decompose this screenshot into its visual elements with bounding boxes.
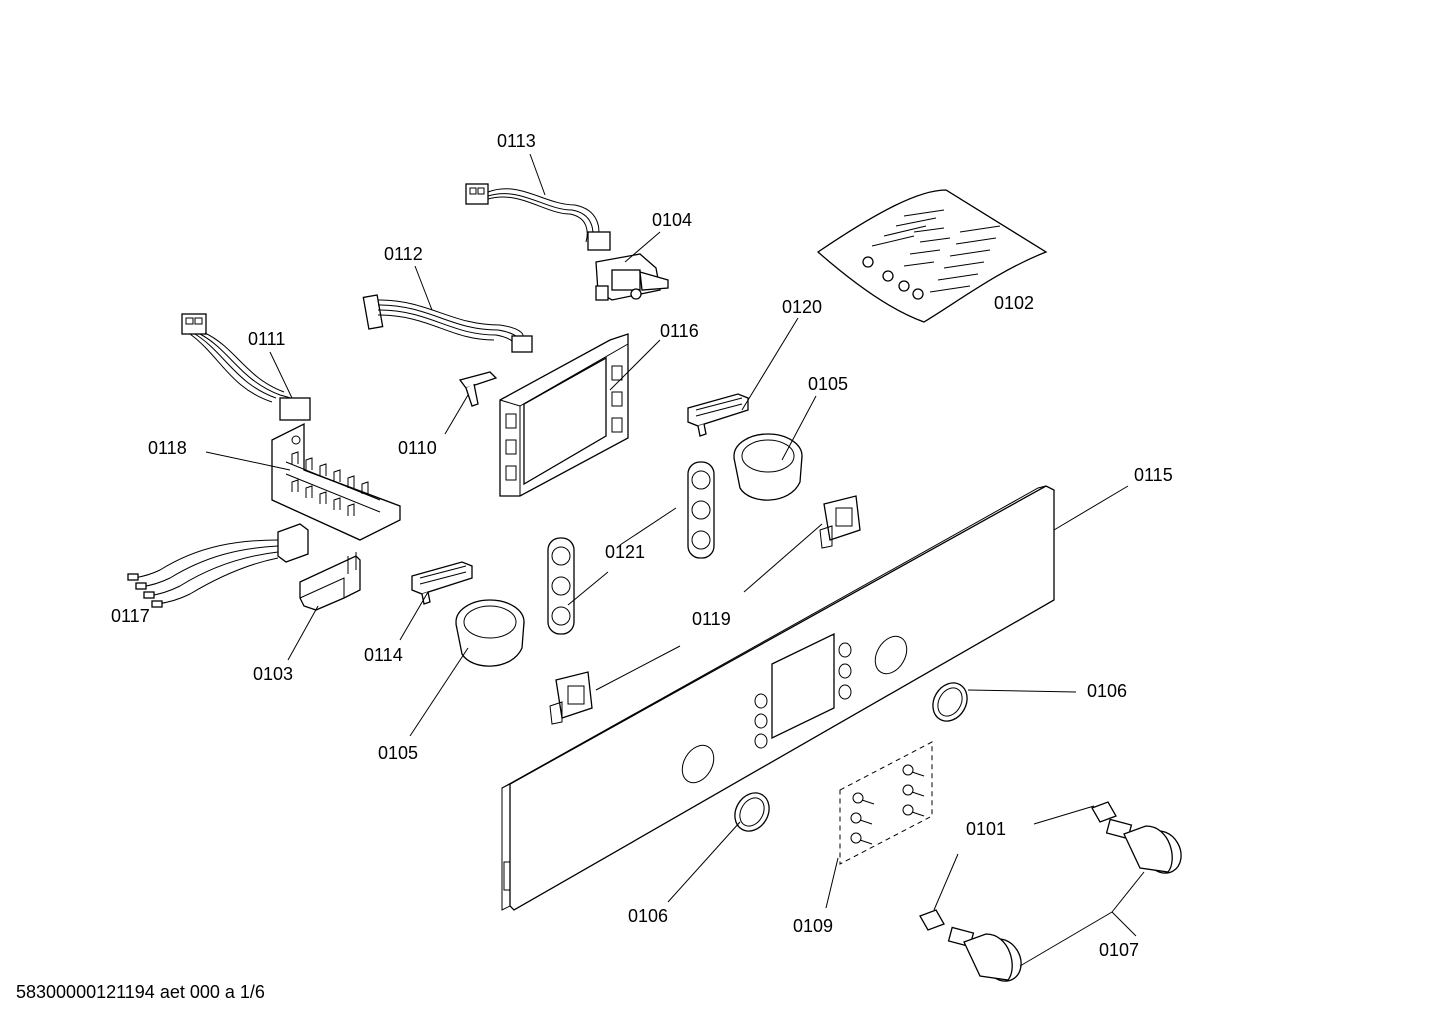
part-0119-switch-upper	[819, 495, 861, 549]
label-0101: 0101	[966, 819, 1006, 839]
part-0104-switch	[595, 253, 669, 301]
part-0113-cable	[465, 183, 611, 251]
part-0109-screws	[839, 741, 933, 865]
part-0106-ring-right	[932, 682, 968, 722]
label-0109: 0109	[793, 916, 833, 936]
part-0120-holder	[687, 393, 749, 437]
label-0112: 0112	[384, 244, 423, 264]
label-0113: 0113	[497, 131, 536, 151]
part-0115-control-panel	[501, 485, 1055, 911]
label-0103: 0103	[253, 664, 293, 684]
label-0114: 0114	[364, 645, 403, 665]
label-0105-upper: 0105	[808, 374, 848, 394]
part-0106-ring-left	[734, 792, 770, 832]
part-0114-holder	[411, 561, 473, 605]
leader-lines	[205, 153, 1145, 967]
label-0120: 0120	[782, 297, 822, 317]
part-0117-cable	[127, 523, 309, 608]
part-0110-clip	[458, 371, 498, 407]
label-0119: 0119	[692, 609, 731, 629]
part-0116-module	[499, 333, 629, 497]
label-0105-lower: 0105	[378, 743, 418, 763]
part-0121-button-strip-upper	[687, 461, 715, 559]
part-0119-switch-lower	[549, 671, 593, 725]
part-0105-cap-upper	[733, 433, 803, 501]
label-0107: 0107	[1099, 940, 1139, 960]
part-0102-screw-bag	[816, 189, 1048, 323]
label-0118: 0118	[148, 438, 187, 458]
part-0103-bracket	[299, 552, 361, 611]
part-0121-button-strip-lower	[547, 537, 575, 635]
label-0110: 0110	[398, 438, 437, 458]
label-0117: 0117	[111, 606, 150, 626]
part-0105-cap-lower	[455, 599, 525, 667]
label-0111: 0111	[248, 329, 285, 349]
label-0102: 0102	[994, 293, 1034, 313]
label-0106-left: 0106	[628, 906, 668, 926]
part-0111-cable	[181, 313, 311, 421]
part-0118-terminal-block	[271, 422, 401, 541]
part-0107-knob-lower	[919, 909, 1022, 982]
part-0112-ribbon-cable	[362, 294, 533, 353]
drawing-number: 58300000121194 aet 000 a 1/6	[16, 982, 265, 1002]
label-0115: 0115	[1134, 465, 1173, 485]
label-0106-right: 0106	[1087, 681, 1127, 701]
label-0116: 0116	[660, 321, 699, 341]
label-0121: 0121	[605, 542, 645, 562]
part-0107-knob-upper	[1091, 801, 1182, 874]
label-0104: 0104	[652, 210, 692, 230]
